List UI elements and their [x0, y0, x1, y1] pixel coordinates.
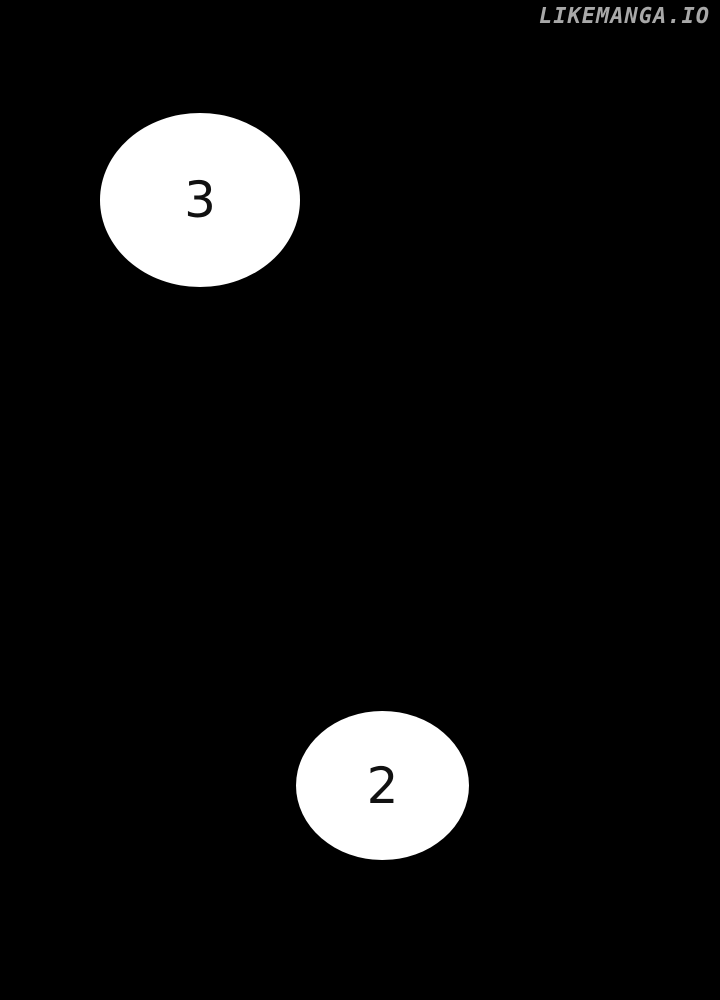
bubble-text: 3 — [184, 171, 216, 229]
speech-bubble-countdown-3: 3 — [100, 113, 300, 287]
speech-bubble-countdown-2: 2 — [296, 711, 469, 860]
watermark: LIKEMANGA.IO — [539, 4, 710, 29]
bubble-text: 2 — [366, 756, 399, 815]
